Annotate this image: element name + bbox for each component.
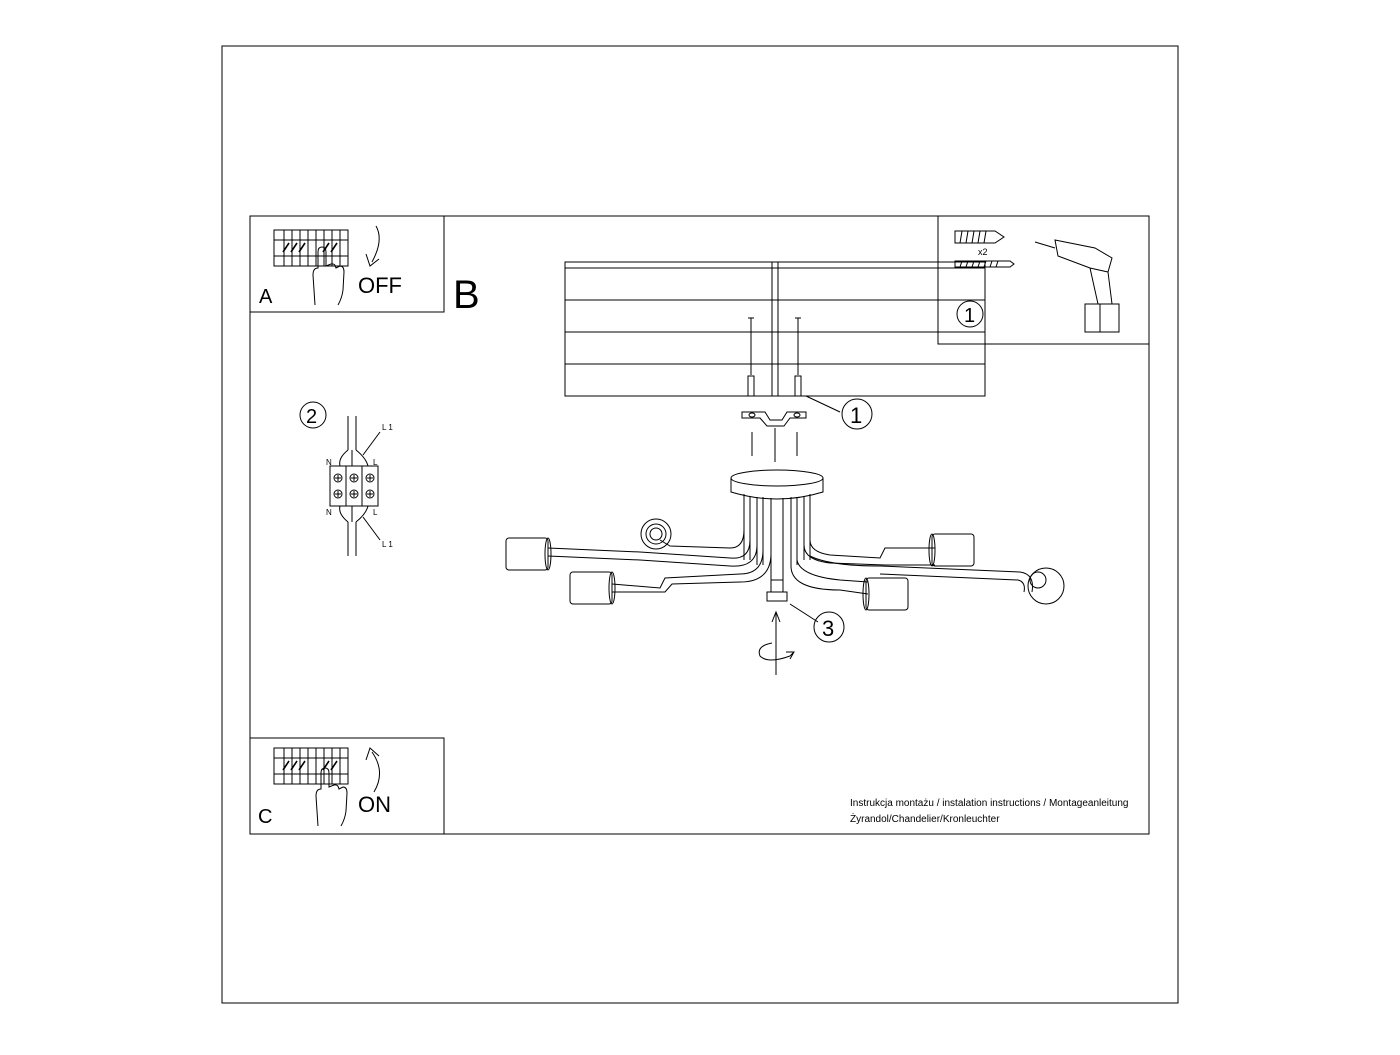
panel-a-letter: A (259, 286, 273, 308)
kit-quantity: x2 (978, 247, 988, 257)
breaker-box-icon (273, 747, 349, 785)
ceiling (564, 261, 986, 397)
kit-box: x2 1 (937, 215, 1150, 345)
terminal-block (329, 465, 379, 507)
wire-l1-top: L 1 (382, 423, 393, 432)
wire-l-bottom: L (373, 508, 378, 517)
step-3-number: 3 (822, 616, 834, 641)
lamp-shade (1027, 567, 1065, 605)
breaker-box-icon (273, 229, 349, 267)
lamp-shade (640, 518, 672, 550)
fixing-screw: 3 (758, 579, 845, 675)
wire-l1-bottom: L 1 (382, 540, 393, 549)
screw-icon (954, 260, 1015, 268)
panel-a-label: OFF (358, 273, 402, 298)
mounting-bracket: 1 (741, 317, 873, 462)
hand-icon (315, 767, 348, 827)
kit-step-number: 1 (964, 305, 975, 327)
wire-n-top: N (326, 458, 332, 467)
panel-a: A OFF (249, 215, 445, 313)
step-1-number: 1 (850, 403, 862, 428)
step-2-number: 2 (306, 406, 317, 428)
wiring-detail: 2 N L L (299, 401, 393, 556)
wall-plug-icon (954, 230, 1005, 244)
panel-c-letter: C (258, 806, 272, 828)
wire-n-bottom: N (326, 508, 332, 517)
drill-icon (1034, 239, 1120, 333)
footer-product: Żyrandol/Chandelier/Kronleuchter (850, 812, 1000, 825)
panel-c: C ON (249, 737, 445, 835)
lamp-shade (505, 537, 552, 571)
page-frame (221, 45, 1179, 1004)
chandelier (505, 469, 1065, 611)
footer-instructions: Instrukcja montażu / instalation instruc… (850, 798, 1129, 809)
hand-icon (312, 246, 345, 306)
arrow-down-icon (365, 225, 380, 267)
diagram-frame (249, 215, 1150, 835)
panel-c-label: ON (358, 792, 391, 817)
rotate-arrow-icon (758, 642, 795, 661)
lamp-shade (862, 577, 909, 611)
lamp-shade (928, 533, 975, 567)
lamp-shade (569, 571, 616, 605)
panel-b-letter: B (453, 273, 480, 317)
wire-l-top: L (373, 458, 378, 467)
arrow-up-icon (365, 747, 380, 793)
